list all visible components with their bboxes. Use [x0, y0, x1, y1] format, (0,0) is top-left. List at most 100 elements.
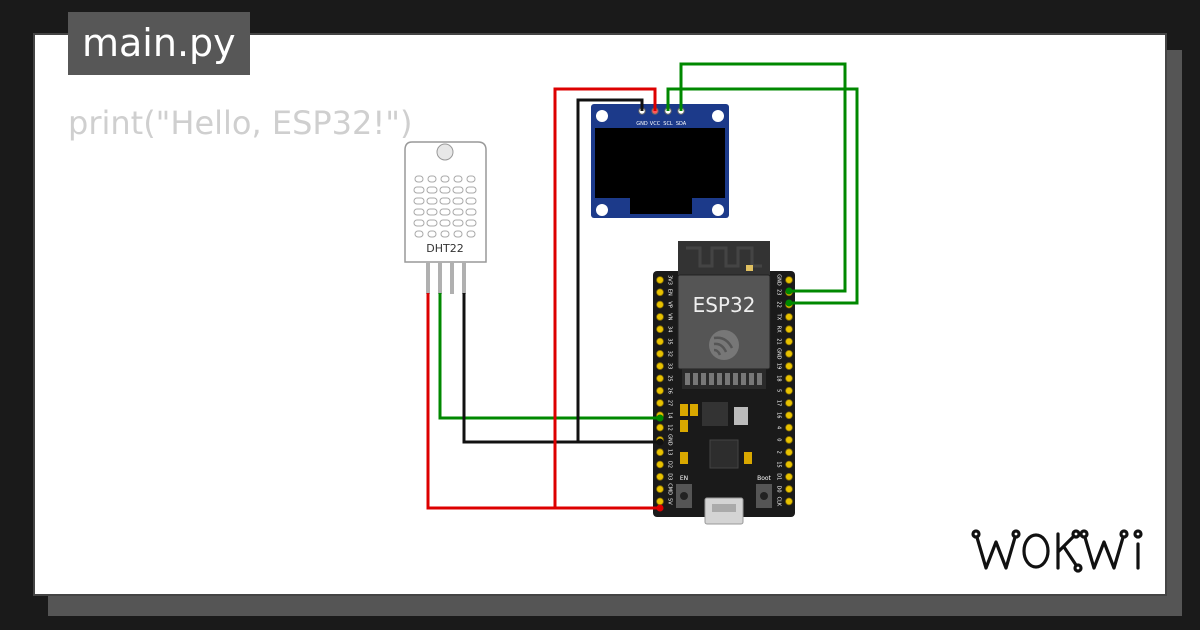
esp32-regulator [702, 402, 728, 426]
esp32-pin-right-11[interactable] [785, 399, 793, 407]
esp32-pin-label: D3 [667, 473, 673, 480]
oled-display[interactable]: GND VCC SCL SDA [591, 104, 729, 218]
wire-oled-gnd[interactable] [576, 98, 660, 444]
esp32-pin-left-9[interactable] [656, 374, 664, 383]
esp32-antenna-trace [686, 246, 762, 268]
esp32-pin-left-1[interactable] [656, 276, 664, 284]
oled-mount-hole [712, 110, 724, 122]
dht22-grille-hole [413, 219, 425, 227]
esp32-pin-left-10[interactable] [656, 386, 664, 395]
wires [426, 62, 859, 512]
esp32-pin-right-8[interactable] [785, 362, 793, 370]
esp32-pin-label: D2 [667, 461, 673, 468]
oled-pin-label: SCL [663, 121, 673, 127]
esp32-pin-label: 18 [776, 375, 782, 381]
esp32-pin-right-12[interactable] [785, 411, 793, 420]
esp32-pin-label: CLK [776, 497, 782, 507]
esp32-pin-right-5[interactable] [785, 325, 793, 334]
esp32-pin-left-4[interactable] [656, 313, 664, 321]
esp32-pin-right-9[interactable] [785, 374, 793, 383]
dht22-grille [413, 175, 477, 238]
esp32-pin-right-15[interactable] [785, 448, 793, 457]
esp32-castellation-pads [685, 373, 762, 385]
wokwi-logo [971, 529, 1143, 573]
esp32-pin-right-4[interactable] [785, 313, 793, 321]
dht22-grille-hole [426, 197, 438, 205]
esp32-pin-label: GND [667, 434, 673, 446]
dht22-grille-hole [439, 197, 451, 205]
dht22-grille-hole [452, 186, 464, 194]
wire-endpoint [656, 504, 664, 512]
oled-screen [595, 128, 725, 198]
esp32-board[interactable]: ESP32 EN Boot 3V3ENVPVN34353233252627141… [653, 241, 795, 525]
wire-oled-sda[interactable] [679, 62, 847, 293]
esp32-pin-label: 34 [667, 326, 673, 332]
esp32-pin-left-5[interactable] [656, 325, 664, 334]
esp32-pin-label: 0 [776, 438, 782, 441]
oled-mount-hole [712, 204, 724, 216]
esp32-antenna [678, 241, 770, 275]
espressif-logo [709, 330, 739, 360]
esp32-pin-label: 3V3 [667, 275, 673, 285]
oled-ribbon [630, 198, 692, 214]
esp32-pin-left-11[interactable] [656, 399, 664, 407]
dht22-grille-hole [413, 186, 425, 194]
dht22-sensor[interactable]: DHT22 [404, 141, 487, 294]
dht22-grille-hole [466, 230, 476, 238]
dht22-grille-hole [452, 219, 464, 227]
esp32-pin-right-13[interactable] [785, 423, 793, 432]
esp32-pin-left-17[interactable] [656, 472, 664, 481]
esp32-pin-label: 16 [776, 412, 782, 418]
esp32-usb-chip [709, 439, 739, 469]
micro-usb-socket [712, 504, 736, 512]
esp32-pin-left-18[interactable] [656, 485, 664, 493]
esp32-pin-left-15[interactable] [656, 448, 664, 457]
wire-dht-data[interactable] [438, 293, 660, 420]
esp32-pin-left-16[interactable] [656, 460, 664, 469]
dht22-grille-hole [439, 186, 451, 194]
esp32-pin-left-3[interactable] [656, 300, 664, 309]
esp32-pin-right-6[interactable] [785, 337, 793, 346]
castellation-pad [685, 373, 690, 385]
esp32-pin-label: RX [776, 326, 782, 333]
wire-dht-gnd[interactable] [462, 293, 660, 444]
dht22-grille-hole [453, 230, 463, 238]
wire-endpoint [785, 287, 793, 295]
dht22-grille-hole [466, 175, 476, 183]
esp32-pin-left-13[interactable] [656, 423, 664, 432]
esp32-pin-label: TX [776, 313, 782, 321]
esp32-pin-left-6[interactable] [656, 337, 664, 346]
esp32-pin-right-10[interactable] [785, 386, 793, 395]
esp32-pin-right-14[interactable] [785, 436, 793, 444]
code-line: print("Hello, ESP32!") [68, 104, 413, 142]
esp32-pin-label: 4 [776, 426, 782, 429]
esp32-pin-label: 5 [776, 389, 782, 392]
esp32-pin-right-7[interactable] [785, 349, 793, 358]
esp32-pin-right-18[interactable] [785, 485, 793, 493]
dht22-grille-hole [439, 219, 451, 227]
en-button-cap [680, 492, 688, 500]
wire-oled-scl[interactable] [666, 87, 859, 305]
esp32-pin-label: 17 [776, 400, 782, 406]
esp32-pin-label: 12 [667, 424, 673, 430]
wire-oled-vcc[interactable] [553, 87, 660, 510]
esp32-pin-left-19[interactable] [656, 497, 664, 506]
esp32-pin-left-8[interactable] [656, 362, 664, 370]
esp32-pin-right-17[interactable] [785, 472, 793, 481]
esp32-pin-right-16[interactable] [785, 460, 793, 469]
esp32-smd [680, 452, 688, 464]
castellation-pad [693, 373, 698, 385]
dht22-grille-hole [440, 230, 450, 238]
esp32-pin-right-19[interactable] [785, 497, 793, 506]
dht22-grille-hole [439, 208, 451, 216]
esp32-pin-label: 27 [667, 400, 673, 406]
esp32-pin-right-1[interactable] [785, 276, 793, 284]
esp32-pin-label: 21 [776, 338, 782, 344]
castellation-pad [717, 373, 722, 385]
esp32-pin-label: 19 [776, 363, 782, 369]
dht22-grille-hole [453, 175, 463, 183]
dht22-grille-hole [465, 197, 477, 205]
file-tab[interactable]: main.py [68, 12, 250, 75]
esp32-pin-left-7[interactable] [656, 349, 664, 358]
esp32-pin-left-2[interactable] [656, 288, 664, 297]
